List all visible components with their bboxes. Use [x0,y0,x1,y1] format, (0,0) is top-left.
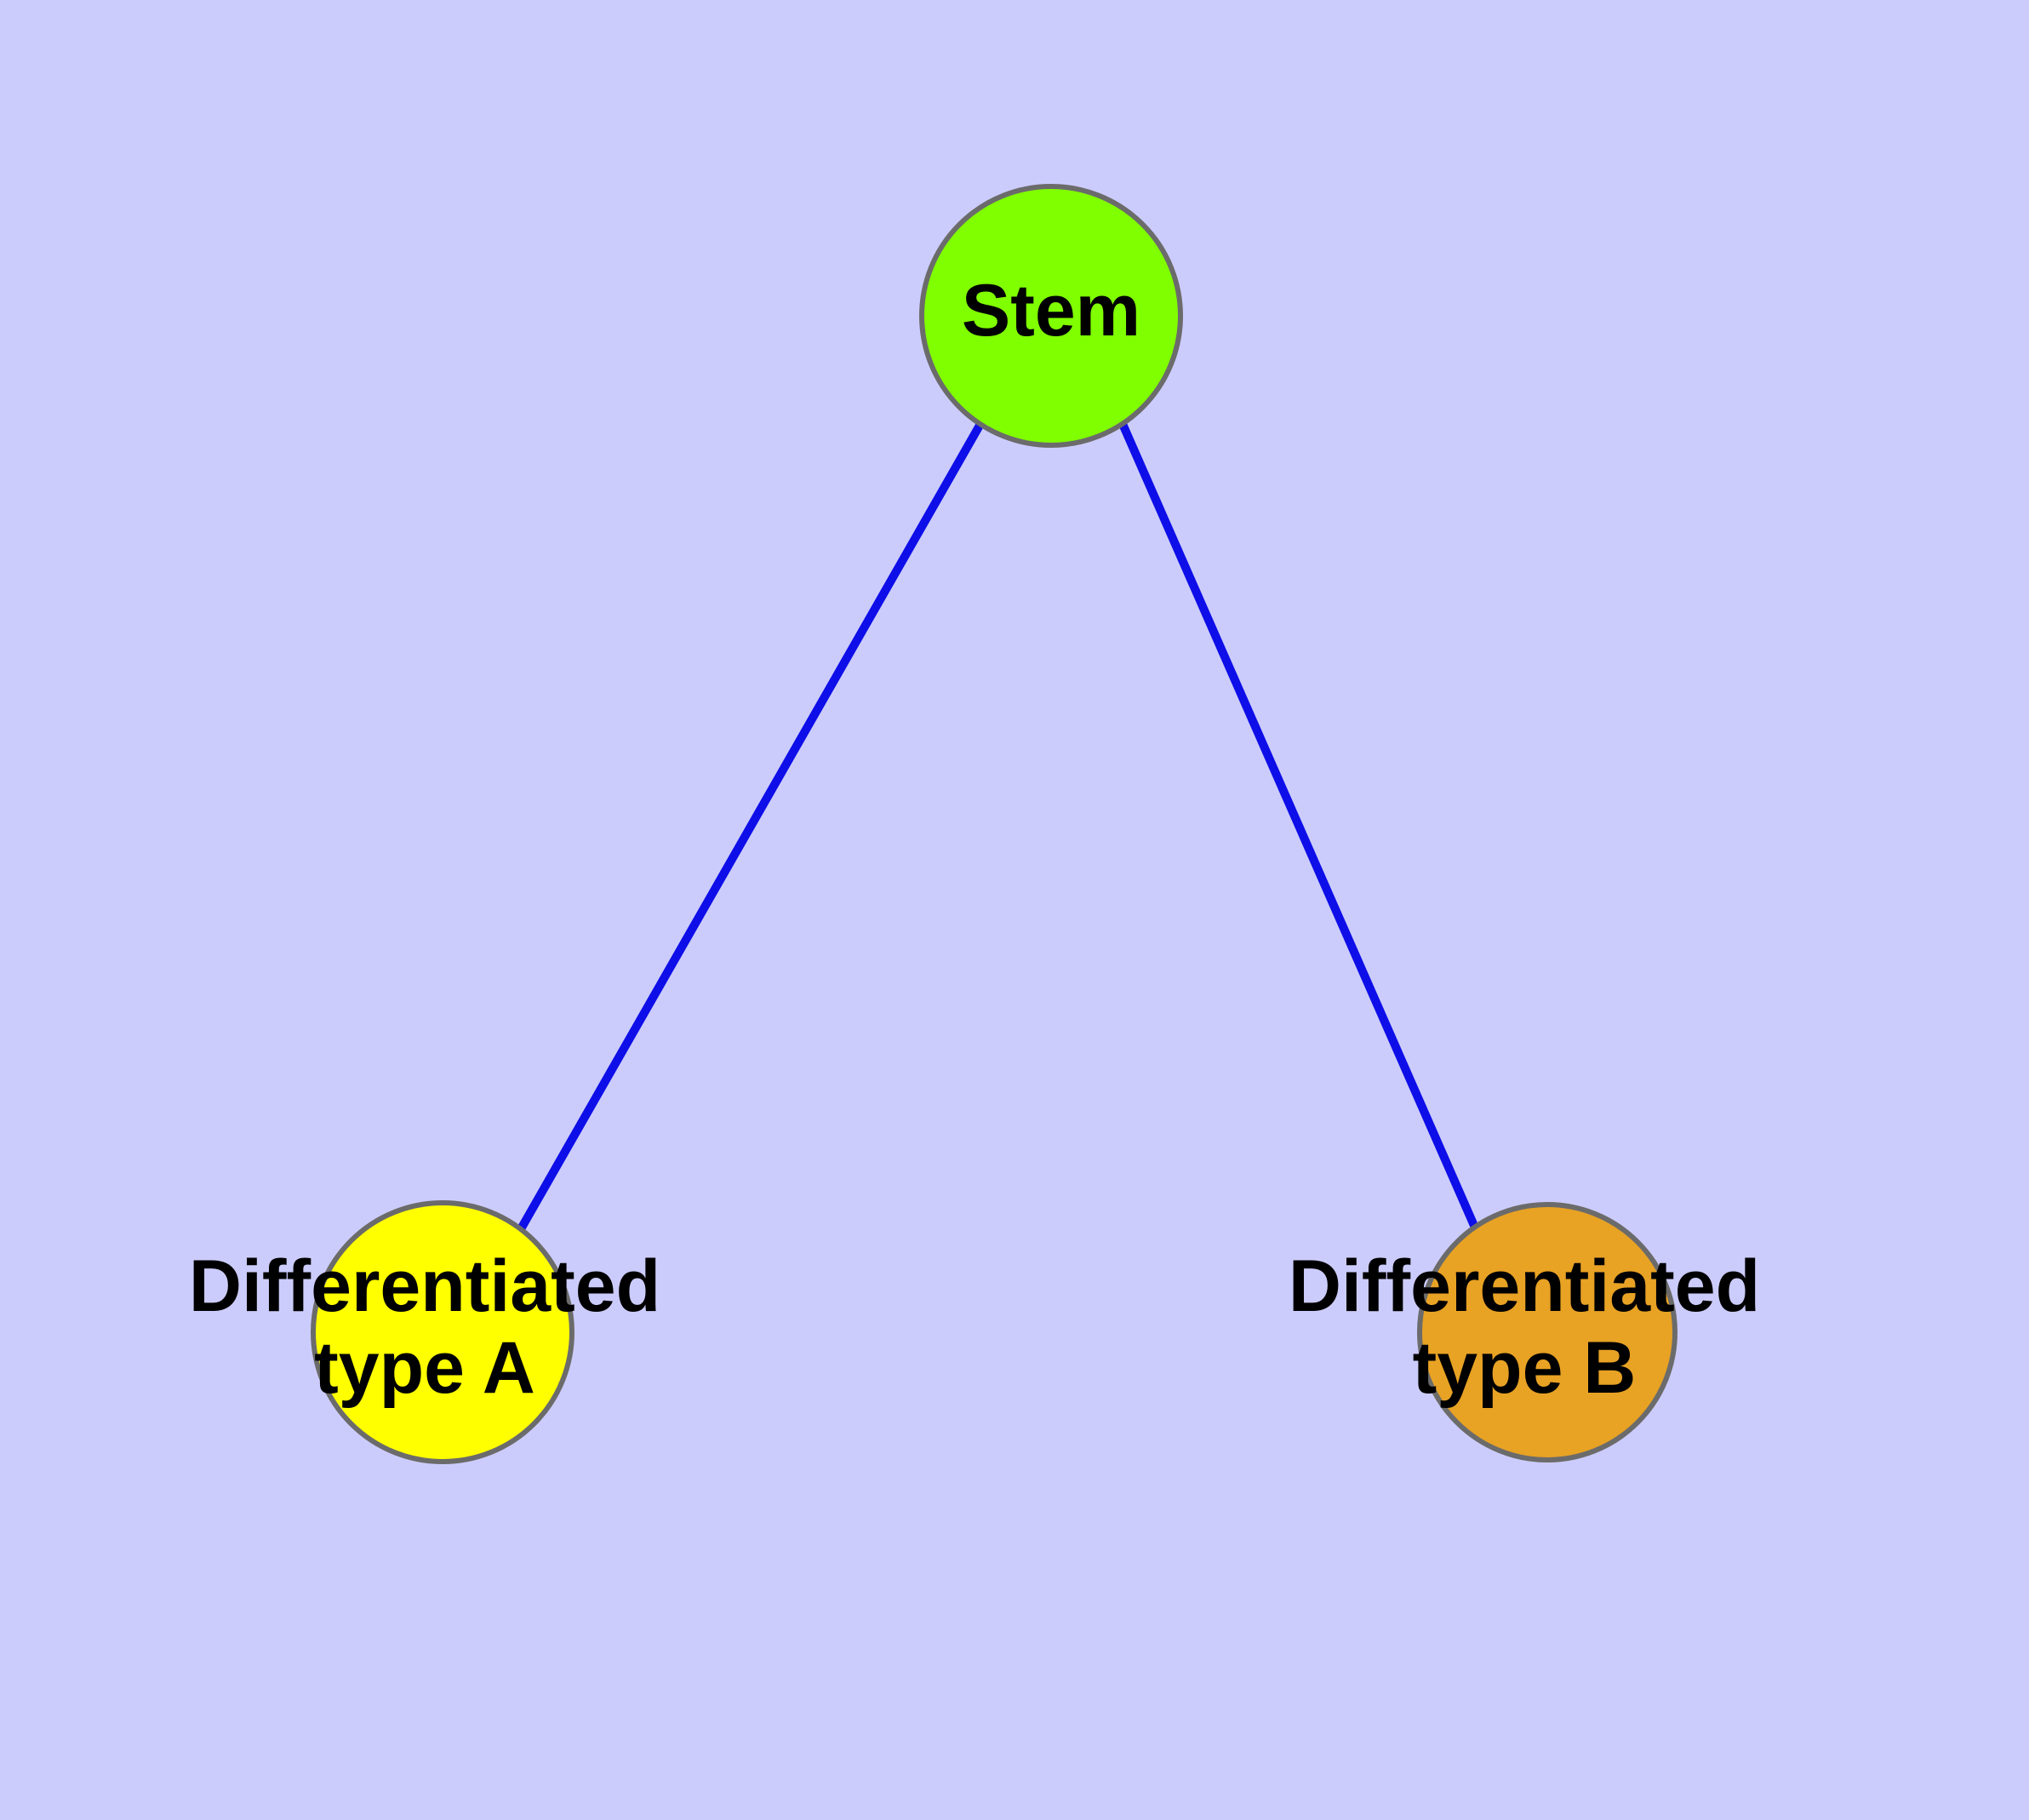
node-layer [311,184,1677,1464]
node-label-line: Differentiated [189,1245,660,1327]
graph-node-diff-a[interactable] [311,1200,574,1464]
node-label-line: Stem [962,270,1140,352]
edge-layer [517,421,1479,1230]
graph-edge-stem-to-diff-b[interactable] [1118,421,1479,1230]
node-circle-diff-b[interactable] [1417,1202,1677,1462]
node-label-stem: Stem [962,270,1140,352]
node-label-line: type B [1413,1327,1637,1409]
node-label-line: Differentiated [1289,1245,1760,1327]
graph-edge-stem-to-diff-a[interactable] [517,421,985,1230]
node-label-line: type A [314,1327,535,1409]
node-circle-stem[interactable] [919,184,1183,448]
graph-node-stem[interactable] [919,184,1183,448]
node-circle-diff-a[interactable] [311,1200,574,1464]
graph-node-diff-b[interactable] [1417,1202,1677,1462]
